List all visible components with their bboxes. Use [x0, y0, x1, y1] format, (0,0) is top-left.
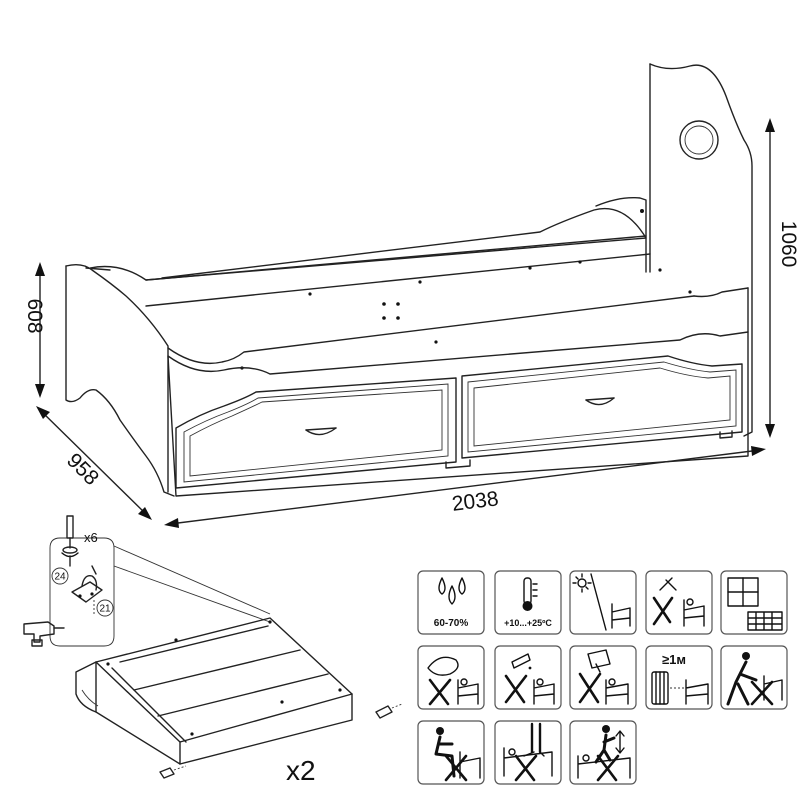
no-wet-cleaning-icon — [417, 645, 485, 710]
dimension-side-height: 608 — [23, 298, 46, 333]
no-spill-icon — [494, 645, 562, 710]
bed-drawing — [65, 63, 753, 497]
assembly-detail — [23, 515, 403, 779]
heater-distance-icon: ≥1м — [645, 645, 713, 710]
heater-distance-label: ≥1м — [662, 652, 686, 667]
part-number-21: 21 — [99, 604, 111, 615]
dimension-depth: 958 — [62, 449, 103, 490]
window-tiles-icon — [720, 570, 788, 635]
no-jumping-icon — [569, 720, 637, 785]
humidity-icon: 60-70% — [417, 570, 485, 635]
no-standing-icon — [494, 720, 562, 785]
no-hammer-icon — [645, 570, 713, 635]
dimension-lines — [35, 118, 775, 528]
dimension-head-height: 1060 — [777, 221, 800, 268]
no-pushing-icon — [720, 645, 788, 710]
screw-count-label: x6 — [84, 530, 98, 545]
temperature-icon: +10...+25ºC — [494, 570, 562, 635]
dimension-length: 2038 — [451, 487, 500, 516]
part-number-24: 24 — [54, 572, 66, 583]
no-sitting-edge-icon — [417, 720, 485, 785]
temperature-label: +10...+25ºC — [504, 618, 552, 628]
care-icons-grid: 60-70% +10...+25ºC — [417, 570, 788, 785]
no-sunlight-icon — [569, 570, 637, 635]
drawer-count-label: x2 — [286, 755, 316, 786]
no-heavy-load-icon — [569, 645, 637, 710]
humidity-label: 60-70% — [434, 618, 469, 629]
